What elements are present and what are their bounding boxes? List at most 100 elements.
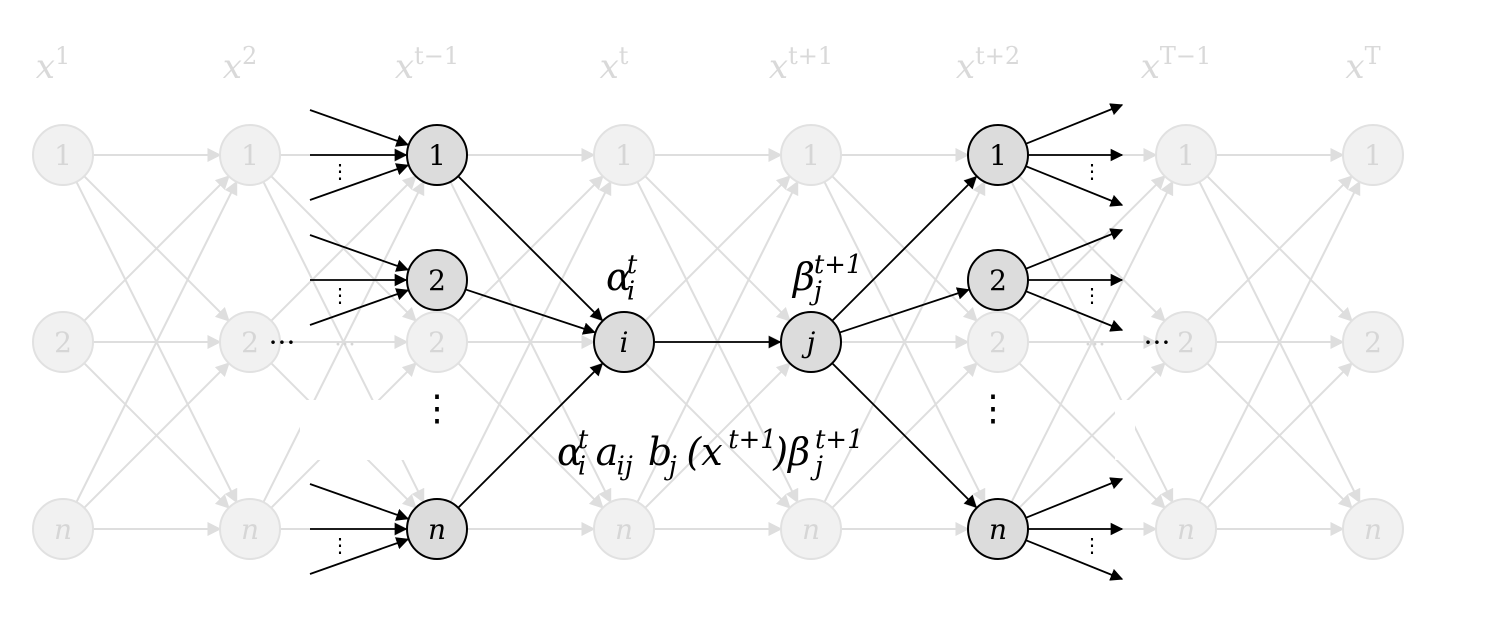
node-circle xyxy=(967,124,1029,186)
formula-term-2: aij xyxy=(596,430,633,482)
node-circle xyxy=(967,249,1029,311)
term-base: a xyxy=(596,430,619,474)
node-label: n xyxy=(1177,513,1195,546)
faded-node-5-1: 1 xyxy=(780,124,842,186)
vertical-ellipsis-right: ⋮ xyxy=(975,388,1011,429)
ellipsis-left: ··· xyxy=(269,326,296,359)
faded-edge-state_2-state_1 xyxy=(83,175,230,322)
ellipsis-left-faded: ··· xyxy=(335,333,356,358)
node-label: 1 xyxy=(615,139,633,172)
edge-from-j-0 xyxy=(831,176,977,322)
node-circle xyxy=(780,498,842,560)
column-label-3: xt−1 xyxy=(395,42,459,87)
faded-edge-state_n-state_1 xyxy=(75,180,238,503)
node-label: n xyxy=(54,513,72,546)
faded-node-1-1: 1 xyxy=(32,124,94,186)
outgoing-stub-0-2 xyxy=(1025,165,1124,207)
term-sup: t xyxy=(578,425,589,455)
faded-edge-state_2-state_1 xyxy=(644,175,791,322)
term-base: )β xyxy=(772,430,810,474)
column-label-1: x1 xyxy=(36,42,70,87)
faded-edge-state_n-state_2 xyxy=(1206,362,1353,509)
faded-edge-state_n-state_1 xyxy=(1198,180,1361,503)
faded-edge-state_n-state_2 xyxy=(644,362,791,509)
faded-edge-state_n-state_1 xyxy=(1010,180,1174,503)
node-label: n xyxy=(615,513,633,546)
term-sub: i xyxy=(578,452,586,482)
term-sub: i xyxy=(627,277,635,307)
node-circle xyxy=(1342,498,1404,560)
edge-to-i-0 xyxy=(457,175,603,321)
faded-node-1-n: n xyxy=(32,498,94,560)
node-j: j xyxy=(780,311,842,373)
faded-node-4-n: n xyxy=(593,498,655,560)
faded-node-7-1: 1 xyxy=(1155,124,1217,186)
faded-node-7-2: 2 xyxy=(1155,311,1217,373)
edge-from-j-2 xyxy=(831,362,977,508)
node-label: 2 xyxy=(241,326,259,359)
node-circle xyxy=(1155,311,1217,373)
column-label-8: xT xyxy=(1345,42,1380,87)
faded-node-6-2: 2 xyxy=(967,311,1029,373)
node-circle xyxy=(1155,124,1217,186)
incoming-stub-2-2 xyxy=(309,288,409,326)
node-label: n xyxy=(1364,513,1382,546)
column-label-2: x2 xyxy=(223,42,257,87)
term-sup: t xyxy=(627,250,638,280)
faded-node-8-n: n xyxy=(1342,498,1404,560)
node-label: 1 xyxy=(241,139,259,172)
column-label-5: xt+1 xyxy=(769,42,833,87)
term-base: (x xyxy=(686,430,722,474)
edge-from-j-1 xyxy=(839,287,970,334)
stub-vertical-ellipsis-1: ⋮ xyxy=(330,159,350,183)
edge-to-i-2 xyxy=(457,363,603,509)
node-circle xyxy=(780,311,842,373)
node-label: n xyxy=(428,513,446,546)
node-circle xyxy=(406,311,468,373)
column-label-sup: t−1 xyxy=(414,42,459,70)
next-node-n: n xyxy=(967,498,1029,560)
node-circle xyxy=(593,124,655,186)
column-label-sup: t+2 xyxy=(975,42,1020,70)
formula-term-3: bj xyxy=(648,430,677,482)
node-label: 1 xyxy=(54,139,72,172)
node-circle xyxy=(32,498,94,560)
incoming-stub-1-0 xyxy=(309,109,409,147)
beta-label: βt+1j xyxy=(791,250,862,307)
term-sup: t+1 xyxy=(815,425,863,455)
faded-node-5-n: n xyxy=(780,498,842,560)
term-base: β xyxy=(791,255,815,299)
node-circle xyxy=(593,311,655,373)
alpha-label: αti xyxy=(606,250,638,307)
prev-node-1: 1 xyxy=(406,124,468,186)
next-node-2: 2 xyxy=(967,249,1029,311)
node-circle xyxy=(219,498,281,560)
faded-edge-state_2-state_1 xyxy=(270,175,417,322)
incoming-stub-2-0 xyxy=(309,234,409,272)
faded-node-3-2: 2 xyxy=(406,311,468,373)
node-label: 2 xyxy=(989,326,1007,359)
node-circle xyxy=(1155,498,1217,560)
mask xyxy=(300,400,420,460)
node-label: 1 xyxy=(428,139,446,172)
term-sup: t+1 xyxy=(814,250,862,280)
incoming-stub-1-2 xyxy=(309,163,409,201)
node-label: 1 xyxy=(989,139,1007,172)
incoming-stub-n-0 xyxy=(309,483,409,521)
formula-term-1: αti xyxy=(557,425,589,482)
column-label-sup: t xyxy=(619,42,629,70)
faded-node-4-1: 1 xyxy=(593,124,655,186)
stub-vertical-ellipsis-4: ⋮ xyxy=(1082,159,1102,183)
ellipsis-right-faded: ··· xyxy=(1085,333,1106,358)
node-label: n xyxy=(802,513,820,546)
column-label-sup: t+1 xyxy=(788,42,833,70)
outgoing-stub-0-0 xyxy=(1025,103,1124,145)
node-label: 2 xyxy=(428,326,446,359)
term-sub: ij xyxy=(616,452,632,482)
stub-vertical-ellipsis-2: ⋮ xyxy=(330,283,350,307)
node-circle xyxy=(219,124,281,186)
